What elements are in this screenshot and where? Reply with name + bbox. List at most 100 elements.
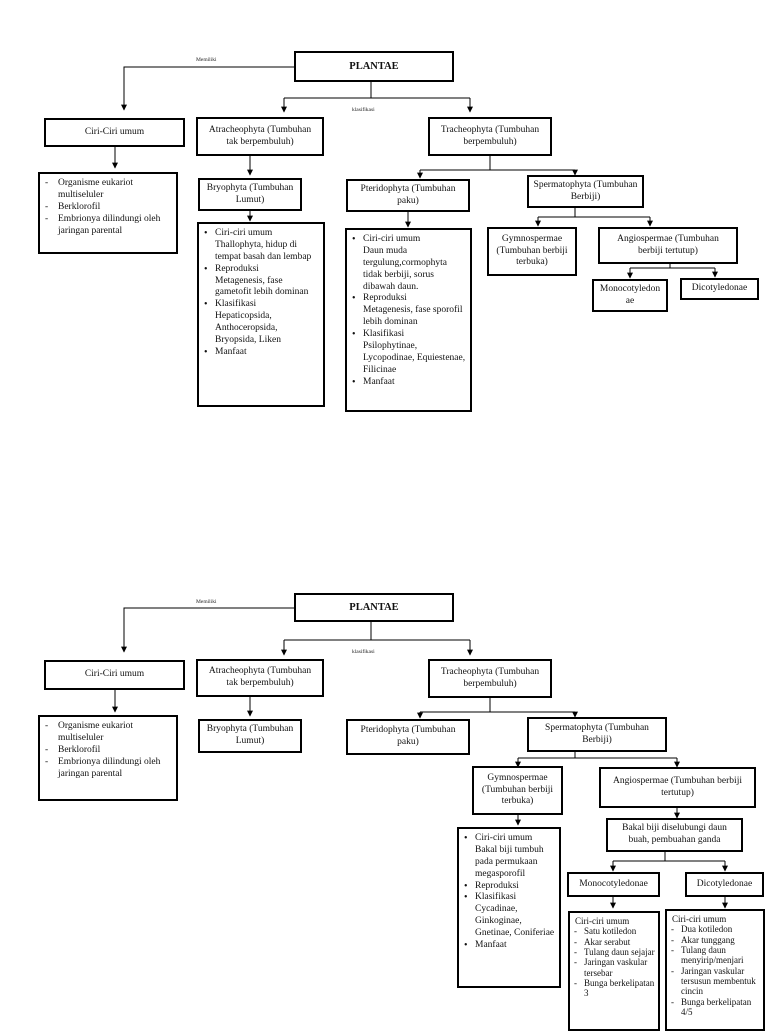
list-item: Manfaat <box>461 940 555 952</box>
list-item-title: Klasifikasi <box>215 299 257 310</box>
list-item-title: Reproduksi <box>215 263 259 274</box>
ciri-umum-box: Ciri-Ciri umum <box>44 118 185 147</box>
ciri-list-box: Organisme eukariot multiseluler Berkloro… <box>38 172 178 254</box>
pteridophyta-box: Pteridophyta (Tumbuhan paku) <box>346 179 470 212</box>
atracheophyta-box: Atracheophyta (Tumbuhan tak berpembuluh) <box>196 117 324 156</box>
memiliki-label: Memiliki <box>196 599 217 605</box>
plantae-box: PLANTAE <box>294 593 454 622</box>
tracheophyta-box: Tracheophyta (Tumbuhan berpembuluh) <box>428 117 552 156</box>
gymnospermae-box: Gymnospermae (Tumbuhan berbiji terbuka) <box>472 766 563 815</box>
ciri-umum-label: Ciri-Ciri umum <box>84 669 145 680</box>
gymnospermae-label: Gymnospermae (Tumbuhan berbiji terbuka) <box>496 233 568 268</box>
list-item-detail: Daun muda tergulung,cormophyta tidak ber… <box>363 245 447 292</box>
monocot-list-box: Ciri-ciri umum Satu kotiledon Akar serab… <box>568 911 660 1031</box>
list-item-title: Manfaat <box>363 376 395 387</box>
angiospermae-box: Angiospermae (Tumbuhan berbiji tertutup) <box>598 227 738 264</box>
plantae-title: PLANTAE <box>349 601 399 613</box>
ciri-umum-box: Ciri-Ciri umum <box>44 660 185 690</box>
tracheophyta-label: Tracheophyta (Tumbuhan berpembuluh) <box>440 666 540 689</box>
list-item: Dua kotiledon <box>669 924 760 935</box>
list-item-detail: Bakal biji tumbuh pada permukaan megaspo… <box>475 844 544 879</box>
angiospermae-box: Angiospermae (Tumbuhan berbiji tertutup) <box>599 767 756 808</box>
arrow-plantae-to-ciri <box>121 66 294 111</box>
dicotyledonae-label: Dicotyledonae <box>696 878 753 889</box>
dicotyledonae-label: Dicotyledonae <box>691 283 748 294</box>
klasifikasi-label: klasifikasi <box>352 107 375 113</box>
list-item: Manfaat <box>201 347 319 359</box>
spermatophyta-label: Spermatophyta (Tumbuhan Berbiji) <box>545 722 649 745</box>
bakal-biji-label: Bakal biji diselubungi daun buah, pembua… <box>622 823 727 845</box>
ciri-list: Organisme eukariot multiseluler Berkloro… <box>42 178 172 237</box>
list-item-title: Ciri-ciri umum <box>475 833 533 843</box>
atracheophyta-label: Atracheophyta (Tumbuhan tak berpembuluh) <box>208 666 312 688</box>
plantae-title: PLANTAE <box>349 60 399 72</box>
memiliki-label: Memiliki <box>196 57 217 63</box>
tracheophyta-label: Tracheophyta (Tumbuhan berpembuluh) <box>440 124 540 147</box>
list-item: Reproduksi <box>461 881 555 893</box>
spermatophyta-box: Spermatophyta (Tumbuhan Berbiji) <box>527 175 644 208</box>
list-item: Berklorofil <box>42 745 172 757</box>
list-item-title: Klasifikasi <box>475 892 517 903</box>
spermatophyta-label: Spermatophyta (Tumbuhan Berbiji) <box>533 179 638 202</box>
monocotyledonae-label: Monocotyledonae <box>599 283 661 306</box>
list-item-title: Reproduksi <box>363 293 407 304</box>
ciri-list-box: Organisme eukariot multiseluler Berkloro… <box>38 715 178 801</box>
angiospermae-label: Angiospermae (Tumbuhan berbiji tertutup) <box>617 233 719 256</box>
gymnospermae-box: Gymnospermae (Tumbuhan berbiji terbuka) <box>487 227 577 276</box>
list-item: Jaringan vaskular tersusun membentuk cin… <box>669 966 760 997</box>
tracheophyta-box: Tracheophyta (Tumbuhan berpembuluh) <box>428 659 552 698</box>
klasifikasi-label: klasifikasi <box>352 649 375 655</box>
pteridophyta-box: Pteridophyta (Tumbuhan paku) <box>346 719 470 755</box>
list-item: Tulang daun menyirip/menjari <box>669 945 760 966</box>
pteridophyta-label: Pteridophyta (Tumbuhan paku) <box>360 725 456 747</box>
list-item-detail: Psilophytinae, Lycopodinae, Equiestenae,… <box>363 340 466 375</box>
list-item-title: Ciri-ciri umum <box>363 234 421 244</box>
bryophyta-label: Bryophyta (Tumbuhan Lumut) <box>206 182 294 205</box>
monocot-list: Satu kotiledon Akar serabut Tulang daun … <box>572 926 655 998</box>
spermatophyta-box: Spermatophyta (Tumbuhan Berbiji) <box>527 717 667 752</box>
atracheophyta-box: Atracheophyta (Tumbuhan tak berpembuluh) <box>196 659 324 697</box>
list-item: Jaringan vaskular tersebar <box>572 957 655 978</box>
dicotyledonae-box: Dicotyledonae <box>680 278 759 300</box>
gymnospermae-label: Gymnospermae (Tumbuhan berbiji terbuka) <box>481 772 554 807</box>
list-item-title: Klasifikasi <box>363 329 405 339</box>
monocotyledonae-box: Monocotyledonae <box>592 279 668 312</box>
bryophyta-label: Bryophyta (Tumbuhan Lumut) <box>206 724 294 746</box>
bryophyta-box: Bryophyta (Tumbuhan Lumut) <box>198 719 302 753</box>
monocot-list-heading: Ciri-ciri umum <box>575 916 630 926</box>
list-item: Berklorofil <box>42 202 172 214</box>
list-item-title: Manfaat <box>475 939 507 950</box>
list-item: Satu kotiledon <box>572 926 655 937</box>
monocotyledonae-box: Monocotyledonae <box>567 872 660 897</box>
list-item-detail: Hepaticopsida, Anthoceropsida, Bryopsida… <box>215 311 281 345</box>
dicot-list: Dua kotiledon Akar tunggang Tulang daun … <box>669 924 760 1017</box>
dicotyledonae-box: Dicotyledonae <box>685 872 764 897</box>
list-item: Akar serabut <box>572 937 655 948</box>
list-item: Embrionya dilindungi oleh jaringan paren… <box>42 757 172 781</box>
arrow2-plantae-to-ciri <box>121 607 294 653</box>
list-item-detail: Cycadinae, Ginkoginae, Gnetinae, Conifer… <box>475 904 555 938</box>
ciri-umum-label: Ciri-Ciri umum <box>84 126 145 137</box>
bakal-biji-box: Bakal biji diselubungi daun buah, pembua… <box>606 818 743 852</box>
plantae-box: PLANTAE <box>294 51 454 82</box>
list-item: Tulang daun sejajar <box>572 947 655 958</box>
pteridophyta-label: Pteridophyta (Tumbuhan paku) <box>360 183 456 206</box>
list-item: Embrionya dilindungi oleh jaringan paren… <box>42 214 172 238</box>
list-item: Manfaat <box>349 377 466 389</box>
dicot-list-heading: Ciri-ciri umum <box>672 914 727 924</box>
list-item-detail: Thallophyta, hidup di tempat basah dan l… <box>215 239 312 262</box>
